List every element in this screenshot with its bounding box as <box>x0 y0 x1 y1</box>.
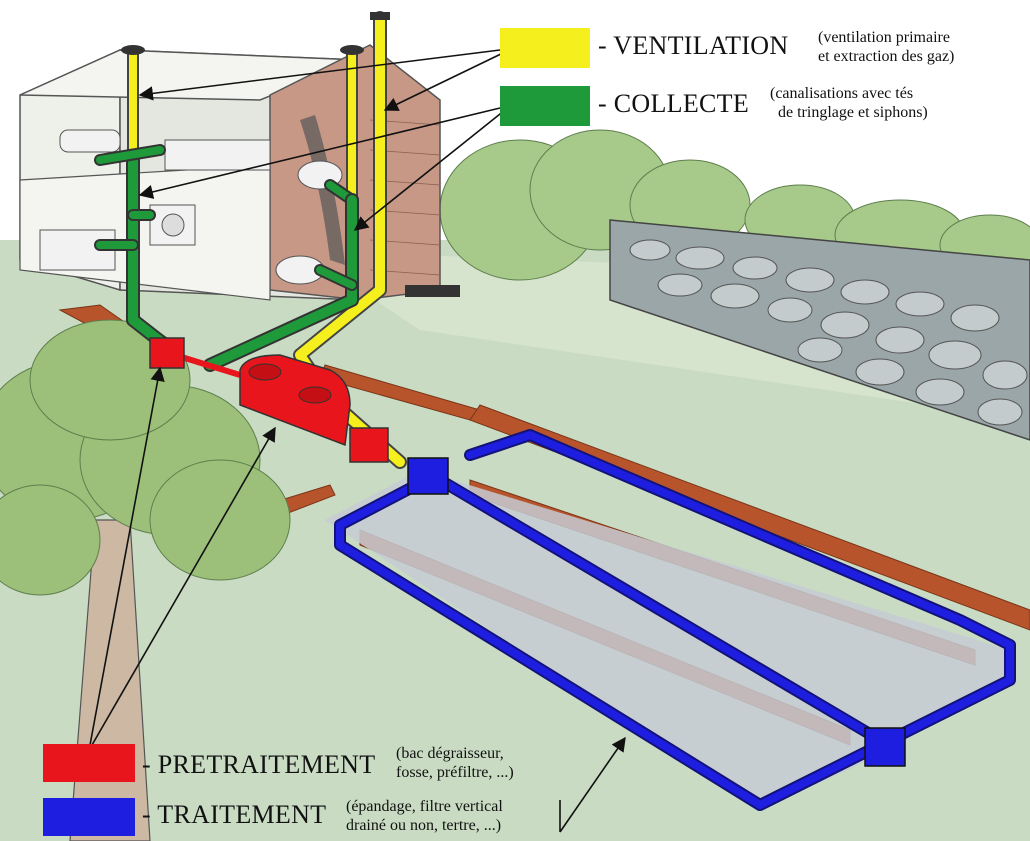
spreading-bed <box>325 470 1010 810</box>
ventilation-desc-line1: (ventilation primaire <box>818 29 950 46</box>
stone-wall <box>609 219 1030 441</box>
traitement-swatch <box>43 798 135 836</box>
pretreatment-units <box>149 337 389 463</box>
tree <box>0 319 291 841</box>
traitement-desc-line2: drainé ou non, tertre, ...) <box>346 817 502 834</box>
collecte-description: (canalisations avec tés de tringlage et … <box>770 84 928 122</box>
washbasin <box>59 129 121 153</box>
pretraitement-label: - PRETRAITEMENT <box>142 750 376 779</box>
grease-trap-box <box>149 337 185 369</box>
traitement-desc-line1: (épandage, filtre vertical <box>346 798 503 815</box>
traitement-description: (épandage, filtre vertical drainé ou non… <box>346 797 503 835</box>
treatment-pipes <box>334 429 1016 811</box>
traitement-label: - TRAITEMENT <box>142 800 327 829</box>
distribution-box <box>407 457 449 495</box>
ventilation-label: - VENTILATION <box>598 31 789 60</box>
pretraitement-desc-line2: fosse, préfiltre, ...) <box>396 764 514 781</box>
collecte-label: - COLLECTE <box>598 89 750 118</box>
bathtub <box>164 139 271 171</box>
pretraitement-description: (bac dégraisseur, fosse, préfiltre, ...) <box>396 744 514 782</box>
collection-pipes <box>94 144 359 372</box>
ventilation-description: (ventilation primaire et extraction des … <box>818 28 954 66</box>
vent-caps <box>121 12 390 55</box>
house <box>19 44 460 301</box>
collection-box <box>864 727 906 767</box>
pretraitement-swatch <box>43 744 135 782</box>
ventilation-desc-line2: et extraction des gaz) <box>818 48 955 65</box>
collecte-desc-line1: (canalisations avec tés <box>770 85 914 102</box>
collecte-swatch <box>500 86 590 126</box>
collecte-desc-line2: de tringlage et siphons) <box>778 104 928 121</box>
pretraitement-desc-line1: (bac dégraisseur, <box>396 745 504 762</box>
ventilation-swatch <box>500 28 590 68</box>
prefilter-box <box>349 427 389 463</box>
leader-arrows <box>89 49 626 833</box>
